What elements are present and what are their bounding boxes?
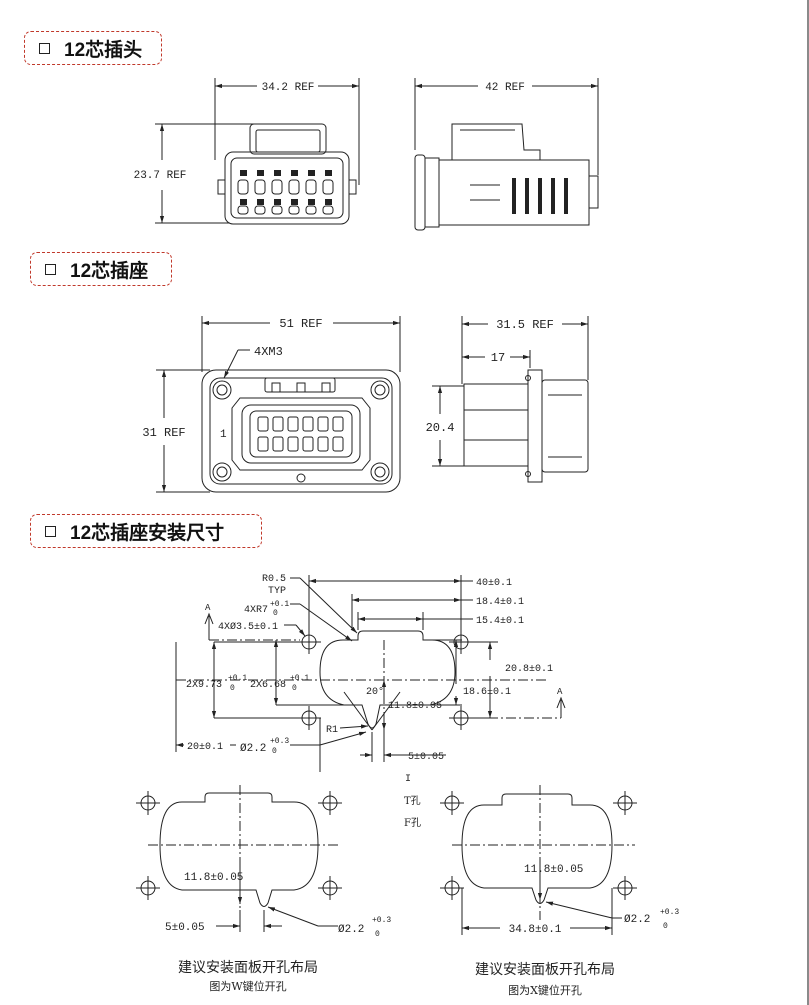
dim-20-8: 20.8±0.1 bbox=[505, 664, 553, 675]
dim-18-6: 18.6±0.1 bbox=[463, 687, 511, 698]
hole-4x-callout: 4XØ3.5±0.1 bbox=[218, 621, 278, 633]
x-dim-11-8: 11.8±0.05 bbox=[524, 864, 583, 876]
x-dia-tol-dn: 0 bbox=[663, 922, 668, 931]
i-label: I bbox=[405, 774, 411, 785]
plug-side-view: 42 REF bbox=[414, 78, 599, 231]
plug-front-view: 34.2 REF 23.7 REF bbox=[134, 78, 360, 225]
w-dim-11-8: 11.8±0.05 bbox=[184, 872, 243, 884]
dim-6-68-tol-dn: 0 bbox=[292, 684, 297, 693]
w-dia-tol-dn: 0 bbox=[375, 930, 380, 939]
section-label-socket: 12芯插座 bbox=[30, 252, 172, 286]
socket-side-view: 31.5 REF 17 20.4 bbox=[426, 316, 589, 483]
section-a-right: A bbox=[557, 687, 563, 697]
socket-width-dim: 51 REF bbox=[279, 317, 322, 331]
x-dim-34-8: 34.8±0.1 bbox=[509, 924, 562, 936]
w-dim-5: 5±0.05 bbox=[165, 922, 205, 934]
radius-4x: 4XR7 bbox=[244, 605, 268, 616]
pin-one-label: 1 bbox=[220, 429, 227, 441]
f-hole-label: F孔 bbox=[404, 817, 421, 829]
dim-15-4: 15.4±0.1 bbox=[476, 616, 524, 627]
dim-11-8: 11.8±0.05 bbox=[388, 701, 442, 712]
w-subcaption: 图为W键位开孔 bbox=[209, 979, 286, 993]
corner-radius-typ: TYP bbox=[268, 586, 286, 597]
socket-height-dim: 31 REF bbox=[142, 426, 185, 440]
section-title: 12芯插头 bbox=[64, 39, 143, 61]
checkbox-square-icon bbox=[39, 42, 50, 54]
dim-6-68: 2X6.68 bbox=[250, 680, 286, 691]
x-dia-tol-up: +0.3 bbox=[660, 908, 679, 917]
dia-2-2: Ø2.2 bbox=[240, 743, 266, 755]
page-right-border bbox=[807, 0, 809, 1005]
socket-side-height-dim: 20.4 bbox=[426, 421, 455, 435]
socket-front-view: 51 REF 4XM3 31 REF 1 bbox=[142, 316, 401, 493]
socket-depth-dim: 17 bbox=[491, 351, 505, 365]
dim-20: 20±0.1 bbox=[187, 742, 223, 753]
dim-40: 40±0.1 bbox=[476, 578, 512, 589]
radius-4x-tol-dn: 0 bbox=[273, 609, 278, 618]
checkbox-square-icon bbox=[45, 525, 56, 537]
mounting-cutout-view: A A 40±0.1 18.4±0.1 15.4±0.1 R0.5 TYP 4X… bbox=[175, 574, 566, 829]
section-title: 12芯插座安装尺寸 bbox=[70, 522, 225, 544]
dia-2-2-tol-dn: 0 bbox=[272, 747, 277, 756]
socket-length-dim: 31.5 REF bbox=[496, 318, 554, 332]
screw-note: 4XM3 bbox=[254, 345, 283, 359]
dim-9-73: 2X9.73 bbox=[186, 680, 222, 691]
section-title: 12芯插座 bbox=[70, 260, 149, 282]
w-dia-tol-up: +0.3 bbox=[372, 916, 391, 925]
w-dia: Ø2.2 bbox=[338, 924, 364, 936]
w-caption: 建议安装面板开孔布局 bbox=[178, 960, 318, 976]
dim-18-4: 18.4±0.1 bbox=[476, 597, 524, 608]
x-subcaption: 图为X键位开孔 bbox=[508, 983, 582, 997]
radius-4x-tol-up: +0.1 bbox=[270, 600, 289, 609]
panel-layout-x: 11.8±0.05 34.8±0.1 Ø2.2 +0.3 0 建议安装面板开孔布… bbox=[439, 785, 679, 997]
plug-length-dim: 42 REF bbox=[485, 82, 525, 94]
dim-9-73-tol-up: +0.1 bbox=[228, 674, 247, 683]
dim-9-73-tol-dn: 0 bbox=[230, 684, 235, 693]
section-label-mounting: 12芯插座安装尺寸 bbox=[30, 514, 262, 548]
x-dia: Ø2.2 bbox=[624, 914, 650, 926]
panel-layout-w: 11.8±0.05 5±0.05 Ø2.2 +0.3 0 建议安装面板开孔布局 … bbox=[135, 785, 391, 993]
angle-20: 20° bbox=[366, 686, 384, 698]
plug-width-dim: 34.2 REF bbox=[262, 82, 315, 94]
dim-6-68-tol-up: +0.1 bbox=[290, 674, 309, 683]
section-label-plug: 12芯插头 bbox=[24, 31, 162, 65]
plug-height-dim: 23.7 REF bbox=[134, 170, 187, 182]
corner-radius: R0.5 bbox=[262, 574, 286, 585]
checkbox-square-icon bbox=[45, 263, 56, 275]
section-a-left: A bbox=[205, 603, 211, 613]
x-caption: 建议安装面板开孔布局 bbox=[475, 962, 615, 978]
dia-2-2-tol-up: +0.3 bbox=[270, 737, 289, 746]
dim-5: 5±0.05 bbox=[408, 752, 444, 763]
r1-label: R1 bbox=[326, 725, 338, 736]
t-hole-label: T孔 bbox=[404, 795, 421, 807]
